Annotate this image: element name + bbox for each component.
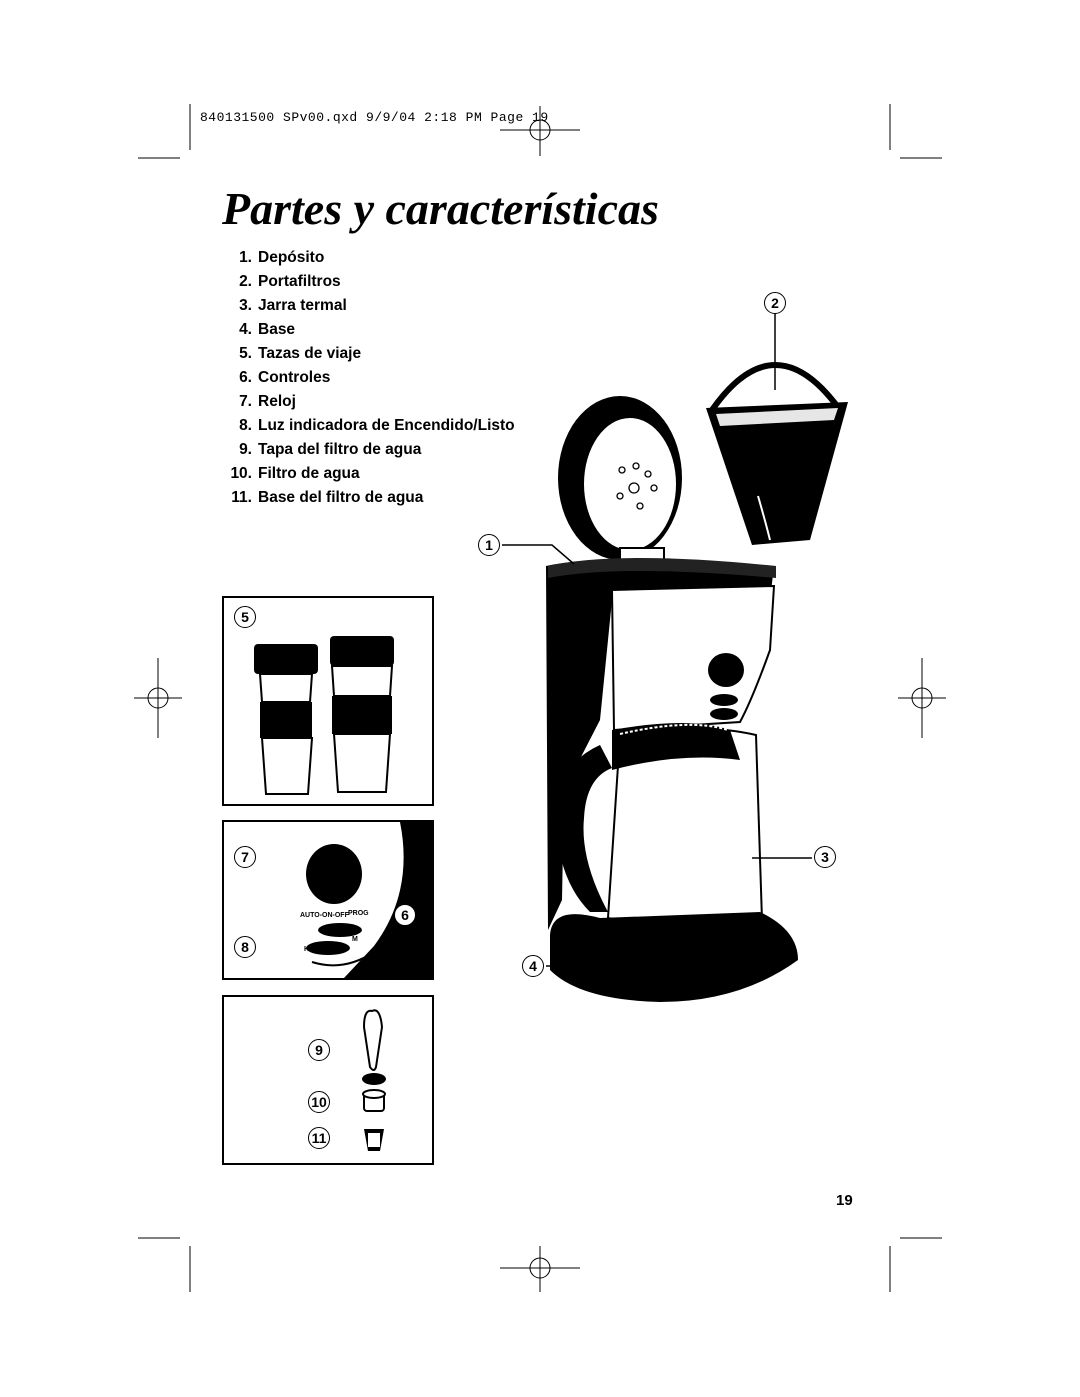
registration-mark-left: [134, 658, 182, 738]
item-number: 11.: [231, 489, 252, 506]
callout-3: 3: [814, 846, 836, 868]
callout-7: 7: [234, 846, 256, 868]
open-lid-drawing: [558, 396, 682, 577]
item-label: Depósito: [258, 249, 325, 266]
crop-marks: [138, 104, 942, 1292]
list-item: 11. Base del filtro de agua: [212, 486, 515, 510]
reservoir-rim: [548, 558, 776, 578]
minute-label: M: [352, 936, 358, 943]
list-item: 9. Tapa del filtro de agua: [212, 438, 515, 462]
callout-5: 5: [234, 606, 256, 628]
item-label: Luz indicadora de Encendido/Listo: [258, 417, 515, 434]
list-item: 4. Base: [212, 318, 515, 342]
water-filter-drawing: [362, 1089, 386, 1112]
item-label: Tazas de viaje: [258, 345, 362, 362]
item-number: 4.: [239, 321, 252, 338]
auto-on-off-label: AUTO-ON-OFF: [300, 912, 349, 919]
item-number: 10.: [230, 465, 252, 482]
item-number: 5.: [239, 345, 252, 362]
registration-mark-bottom: [500, 1246, 580, 1292]
item-label: Portafiltros: [258, 273, 341, 290]
callout-11: 11: [308, 1127, 330, 1149]
water-filter-base-drawing: [364, 1129, 384, 1151]
water-filter-cap-drawing: [362, 1009, 386, 1085]
power-button-drawing: [306, 941, 350, 955]
printer-slug-line: 840131500 SPv00.qxd 9/9/04 2:18 PM Page …: [200, 110, 549, 125]
callout-8: 8: [234, 936, 256, 958]
item-label: Base: [258, 321, 296, 338]
list-item: 1. Depósito: [212, 246, 515, 270]
item-number: 1.: [239, 249, 252, 266]
page-title: Partes y características: [222, 183, 659, 234]
callout-10: 10: [308, 1091, 330, 1113]
water-filter-drawing: [362, 1009, 386, 1151]
item-label: Filtro de agua: [258, 465, 360, 482]
travel-mug-right-drawing: [330, 636, 394, 793]
travel-mugs-drawing: [254, 636, 394, 795]
list-item: 8. Luz indicadora de Encendido/Listo: [212, 414, 515, 438]
clock-display-drawing: [708, 653, 744, 687]
item-label: Tapa del filtro de agua: [258, 441, 422, 458]
control-button-drawing: [710, 694, 738, 706]
item-number: 3.: [239, 297, 252, 314]
prog-label: PROG: [348, 910, 369, 917]
item-label: Reloj: [258, 393, 296, 410]
callout-1: 1: [478, 534, 500, 556]
callout-2: 2: [764, 292, 786, 314]
list-item: 6. Controles: [212, 366, 515, 390]
hour-label: H: [304, 946, 310, 953]
item-label: Controles: [258, 369, 331, 386]
clock-display-drawing: [306, 844, 362, 904]
thermal-carafe-drawing: [555, 723, 764, 929]
prog-button-drawing: [318, 923, 362, 937]
list-item: 3. Jarra termal: [212, 294, 515, 318]
water-filter-panel: 9 10 11: [222, 995, 434, 1165]
item-number: 6.: [239, 369, 252, 386]
item-label: Jarra termal: [258, 297, 347, 314]
filter-basket-drawing: [706, 362, 848, 545]
list-item: 5. Tazas de viaje: [212, 342, 515, 366]
item-number: 7.: [239, 393, 252, 410]
list-item: 7. Reloj: [212, 390, 515, 414]
callout-6: 6: [394, 904, 416, 926]
item-number: 9.: [239, 441, 252, 458]
item-label: Base del filtro de agua: [258, 489, 424, 506]
registration-mark-top: [500, 106, 580, 156]
control-button-drawing: [710, 708, 738, 720]
callout-9: 9: [308, 1039, 330, 1061]
controls-drawing: [306, 822, 432, 978]
callout-4: 4: [522, 955, 544, 977]
list-item: 10. Filtro de agua: [212, 462, 515, 486]
controls-panel: AUTO-ON-OFF PROG H M 7 8: [222, 820, 434, 980]
front-panel: [610, 584, 776, 732]
warming-base-drawing: [550, 912, 798, 1002]
coffee-maker-illustration: [546, 362, 848, 1002]
travel-mugs-panel: 5: [222, 596, 434, 806]
parts-list: 1. Depósito 2. Portafiltros 3. Jarra termal…: [212, 246, 515, 510]
item-number: 2.: [239, 273, 252, 290]
item-number: 8.: [239, 417, 252, 434]
page-number: 19: [836, 1192, 853, 1209]
coffee-maker-body: [546, 559, 774, 930]
travel-mug-left-drawing: [254, 644, 318, 795]
registration-mark-right: [898, 658, 946, 738]
list-item: 2. Portafiltros: [212, 270, 515, 294]
